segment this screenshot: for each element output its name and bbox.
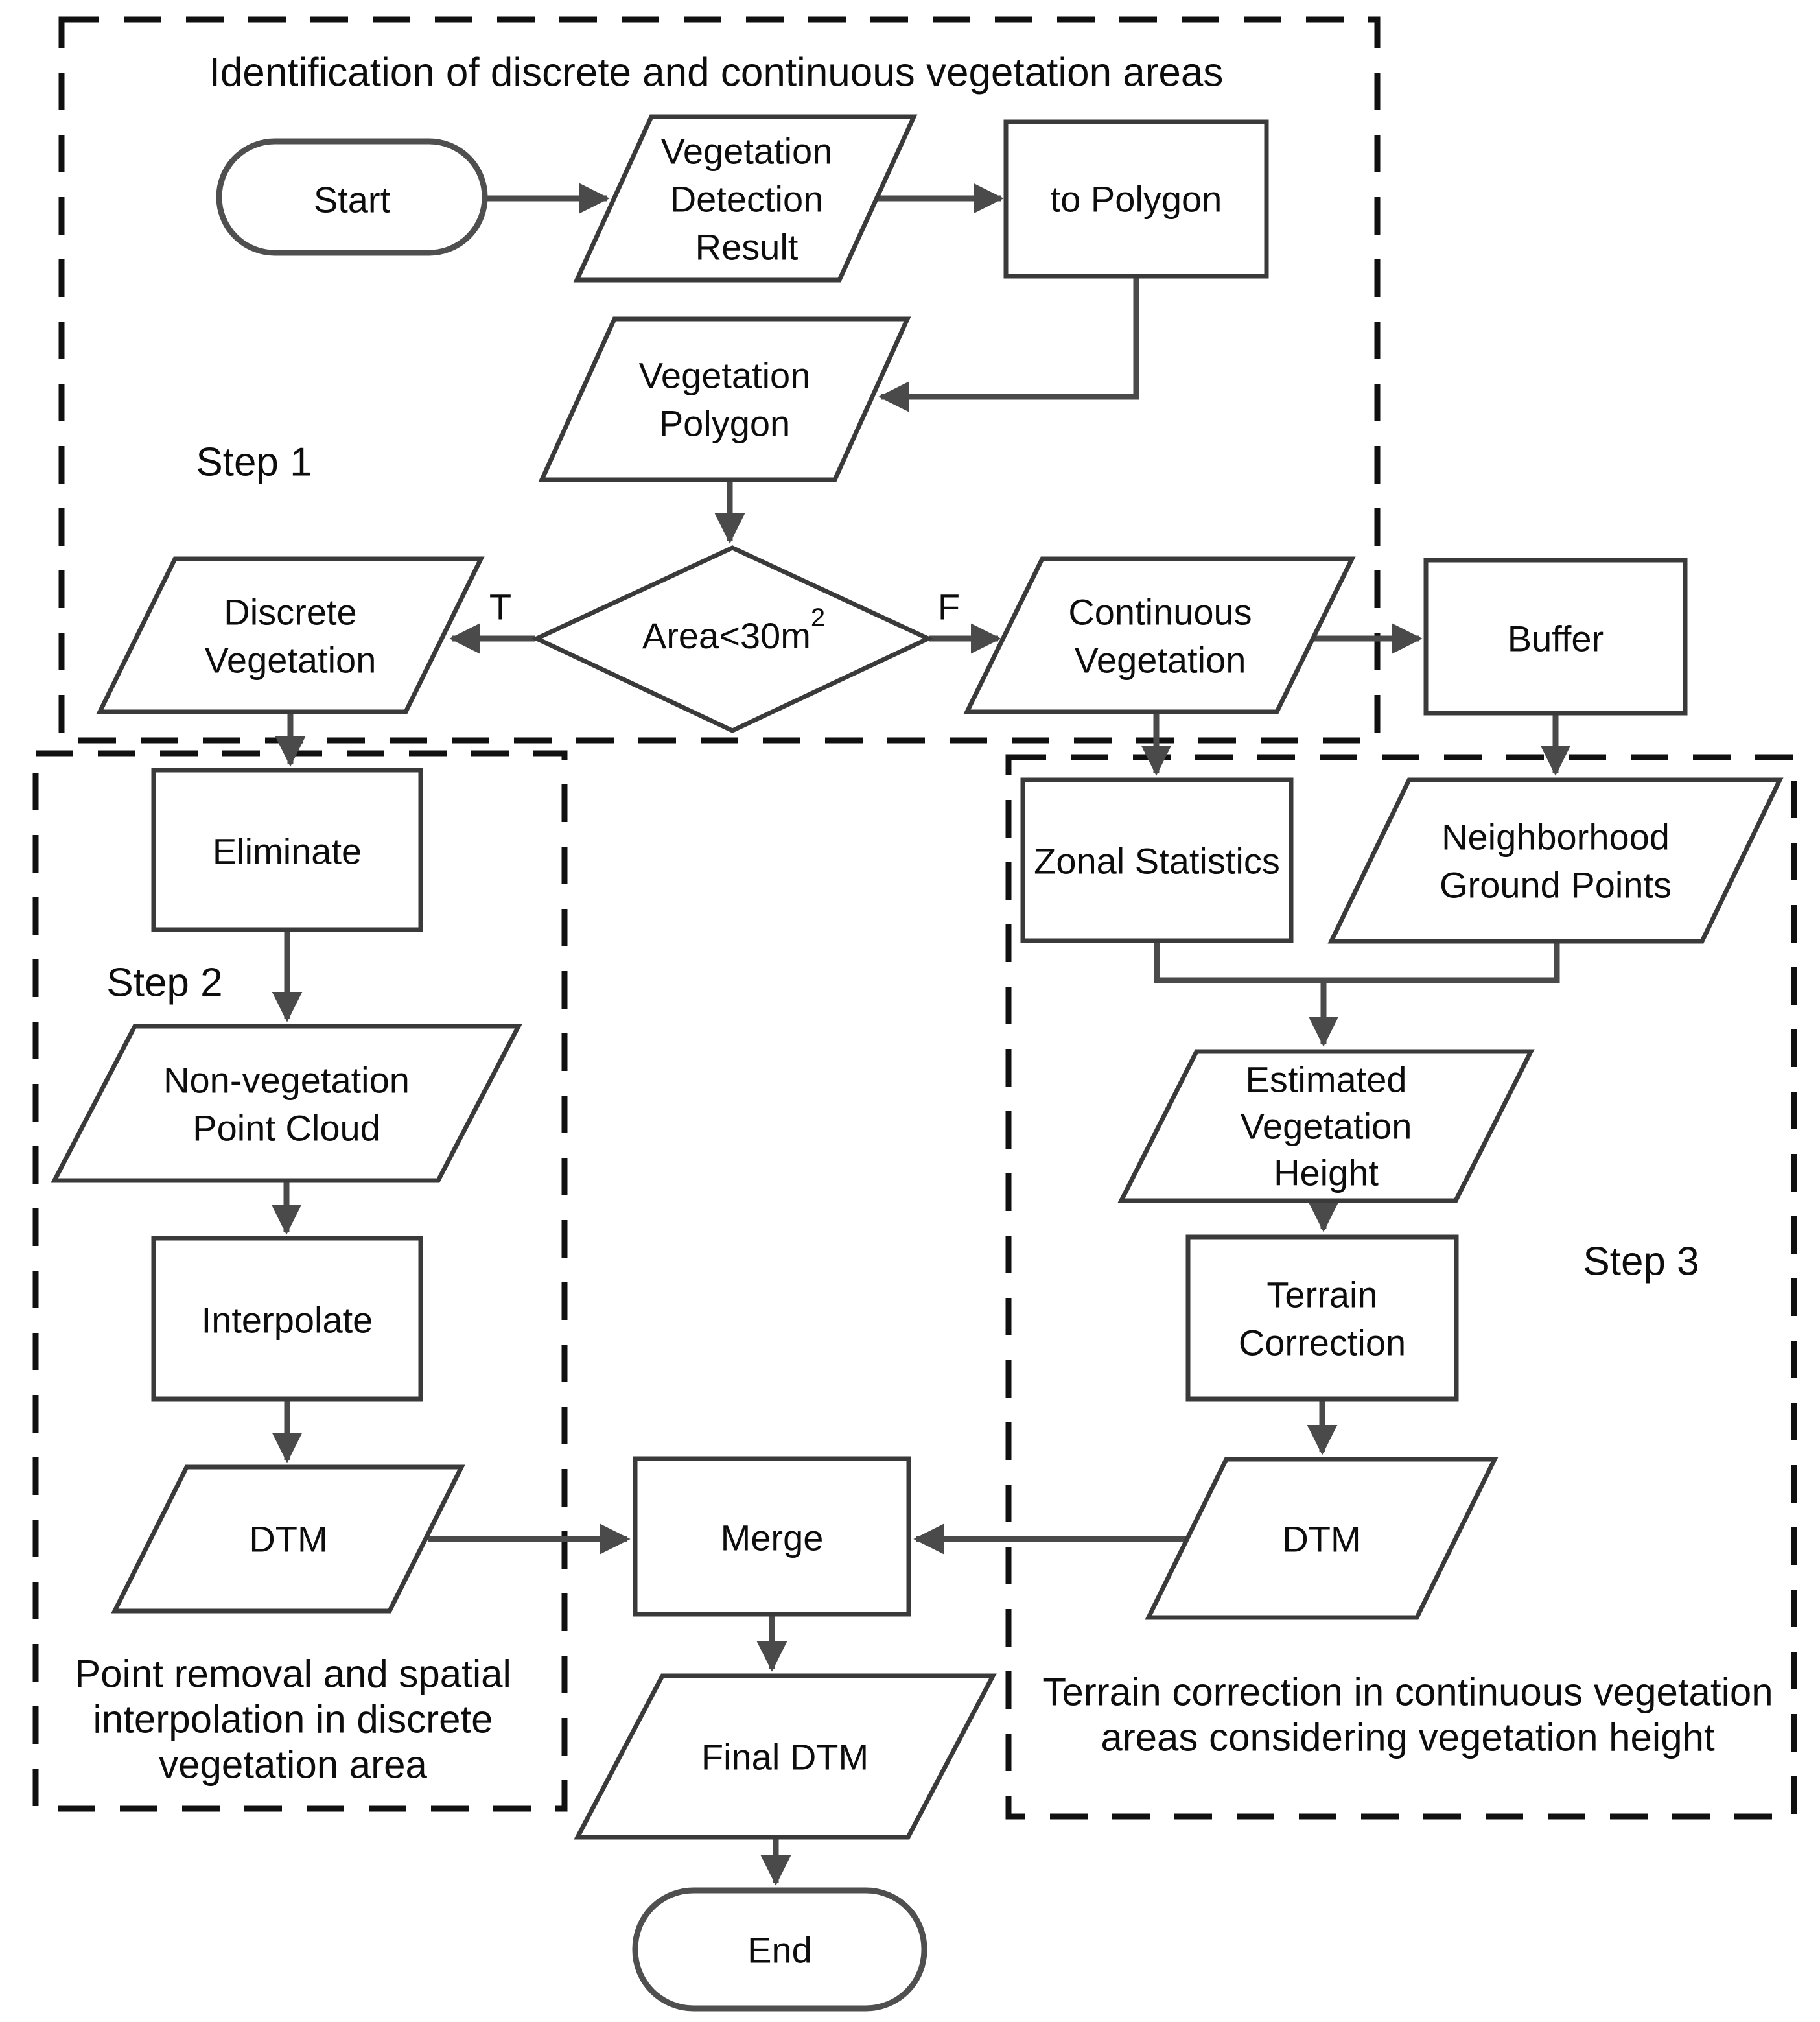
- interpolate-label: Interpolate: [202, 1300, 373, 1341]
- dtm-discrete-label: DTM: [249, 1519, 327, 1560]
- non-vegetation-point-cloud-shape: [51, 1024, 522, 1183]
- step1-boundary-box: [58, 16, 1381, 744]
- flow-node-area-decision: Area<30m2 T F: [489, 545, 960, 733]
- end-label: End: [747, 1930, 812, 1971]
- continuous-vegetation-line1: Continuous: [1068, 592, 1252, 633]
- area-decision-label-sup: 2: [811, 604, 825, 632]
- discrete-vegetation-line1: Discrete: [224, 592, 356, 633]
- eliminate-shape: [151, 768, 423, 932]
- step2-caption-line1: Point removal and spatial: [75, 1652, 511, 1696]
- nvpc-line2: Point Cloud: [192, 1108, 380, 1149]
- merge-shape: [633, 1456, 911, 1617]
- vegetation-polygon-line1: Vegetation: [639, 355, 811, 396]
- flow-node-buffer: Buffer: [1423, 558, 1688, 716]
- flow-node-vegetation-polygon: Vegetation Polygon: [538, 316, 911, 482]
- edge-topolygon-to-vegpolygon: [878, 277, 1139, 412]
- decision-true-branch-label: T: [489, 587, 511, 628]
- flow-node-non-vegetation-point-cloud: Non-vegetation Point Cloud: [51, 1024, 522, 1183]
- step2-caption-line2: interpolation in discrete: [93, 1698, 493, 1741]
- decision-false-branch-label: F: [938, 587, 960, 628]
- zonal-statistics-shape: [1020, 777, 1294, 943]
- flow-node-estimated-vegetation-height: Estimated Vegetation Height: [1117, 1049, 1535, 1203]
- nvpc-line1: Non-vegetation: [163, 1060, 410, 1101]
- vdr-line3: Result: [695, 227, 799, 268]
- area-decision-label-base: Area<30m: [642, 615, 811, 656]
- start-terminator-shape: [216, 138, 488, 256]
- terrain-correction-line2: Correction: [1239, 1323, 1406, 1363]
- area-decision-label: Area<30m2: [642, 604, 825, 656]
- flow-node-merge: Merge: [633, 1456, 911, 1617]
- continuous-vegetation-shape: [963, 556, 1356, 714]
- evh-line1: Estimated: [1246, 1059, 1407, 1100]
- step3-caption-line1: Terrain correction in continuous vegetat…: [1042, 1671, 1773, 1714]
- discrete-vegetation-line2: Vegetation: [205, 640, 377, 681]
- flow-node-start: Start: [216, 138, 488, 256]
- step3-caption-line2: areas considering vegetation height: [1101, 1716, 1715, 1759]
- flow-node-end: End: [632, 1887, 928, 2012]
- vdr-line2: Detection: [670, 179, 824, 220]
- zonal-statistics-label: Zonal Statistics: [1034, 841, 1280, 882]
- flow-node-neighborhood-ground-points: Neighborhood Ground Points: [1327, 777, 1784, 944]
- step1-label: Step 1: [196, 440, 312, 485]
- final-dtm-label: Final DTM: [701, 1737, 869, 1778]
- step2-caption: Point removal and spatial interpolation …: [75, 1652, 511, 1787]
- flow-node-discrete-vegetation: Discrete Vegetation: [96, 556, 485, 714]
- vegetation-detection-result-shape: [573, 114, 918, 283]
- final-dtm-shape: [574, 1673, 997, 1840]
- step3-boundary-box: [1005, 754, 1797, 1820]
- evh-line2: Vegetation: [1241, 1106, 1412, 1147]
- edges: [271, 183, 1571, 1886]
- neighborhood-ground-points-shape: [1327, 777, 1784, 944]
- vegetation-polygon-shape: [538, 316, 911, 482]
- dtm-continuous-label: DTM: [1282, 1519, 1360, 1560]
- edge-zonal-ngp-join: [1154, 941, 1560, 983]
- buffer-label: Buffer: [1508, 618, 1604, 659]
- to-polygon-label: to Polygon: [1051, 179, 1222, 220]
- step3-label: Step 3: [1583, 1240, 1699, 1284]
- flow-node-final-dtm: Final DTM: [574, 1673, 997, 1840]
- dtm-continuous-shape: [1145, 1457, 1499, 1620]
- step2-label: Step 2: [106, 961, 222, 1005]
- flow-node-to-polygon: to Polygon: [1003, 119, 1269, 279]
- diagram-title: Identification of discrete and continuou…: [209, 51, 1224, 95]
- evh-line3: Height: [1274, 1153, 1379, 1193]
- discrete-vegetation-shape: [96, 556, 485, 714]
- to-polygon-shape: [1003, 119, 1269, 279]
- ngp-line1: Neighborhood: [1441, 817, 1670, 858]
- continuous-vegetation-line2: Vegetation: [1075, 640, 1246, 681]
- flow-node-continuous-vegetation: Continuous Vegetation: [963, 556, 1356, 714]
- interpolate-shape: [151, 1236, 423, 1402]
- step2-caption-line3: vegetation area: [159, 1743, 427, 1787]
- dtm-discrete-shape: [111, 1464, 465, 1614]
- eliminate-label: Eliminate: [213, 831, 362, 872]
- vegetation-polygon-line2: Polygon: [659, 403, 790, 444]
- start-label: Start: [314, 180, 391, 220]
- flow-node-terrain-correction: Terrain Correction: [1185, 1234, 1459, 1402]
- vdr-line1: Vegetation: [661, 131, 833, 172]
- flow-node-interpolate: Interpolate: [151, 1236, 423, 1402]
- merge-label: Merge: [721, 1518, 824, 1558]
- flow-node-zonal-statistics: Zonal Statistics: [1020, 777, 1294, 943]
- flow-node-dtm-continuous: DTM: [1145, 1457, 1499, 1620]
- flow-node-vegetation-detection-result: Vegetation Detection Result: [573, 114, 918, 283]
- step3-caption: Terrain correction in continuous vegetat…: [1042, 1671, 1773, 1759]
- area-decision-diamond-shape: [531, 545, 934, 733]
- flow-node-dtm-discrete: DTM: [111, 1464, 465, 1614]
- buffer-shape: [1423, 558, 1688, 716]
- end-terminator-shape: [632, 1887, 928, 2012]
- flow-node-eliminate: Eliminate: [151, 768, 423, 932]
- terrain-correction-shape: [1185, 1234, 1459, 1402]
- ngp-line2: Ground Points: [1440, 865, 1672, 906]
- terrain-correction-line1: Terrain: [1266, 1275, 1377, 1315]
- estimated-vegetation-height-shape: [1117, 1049, 1535, 1203]
